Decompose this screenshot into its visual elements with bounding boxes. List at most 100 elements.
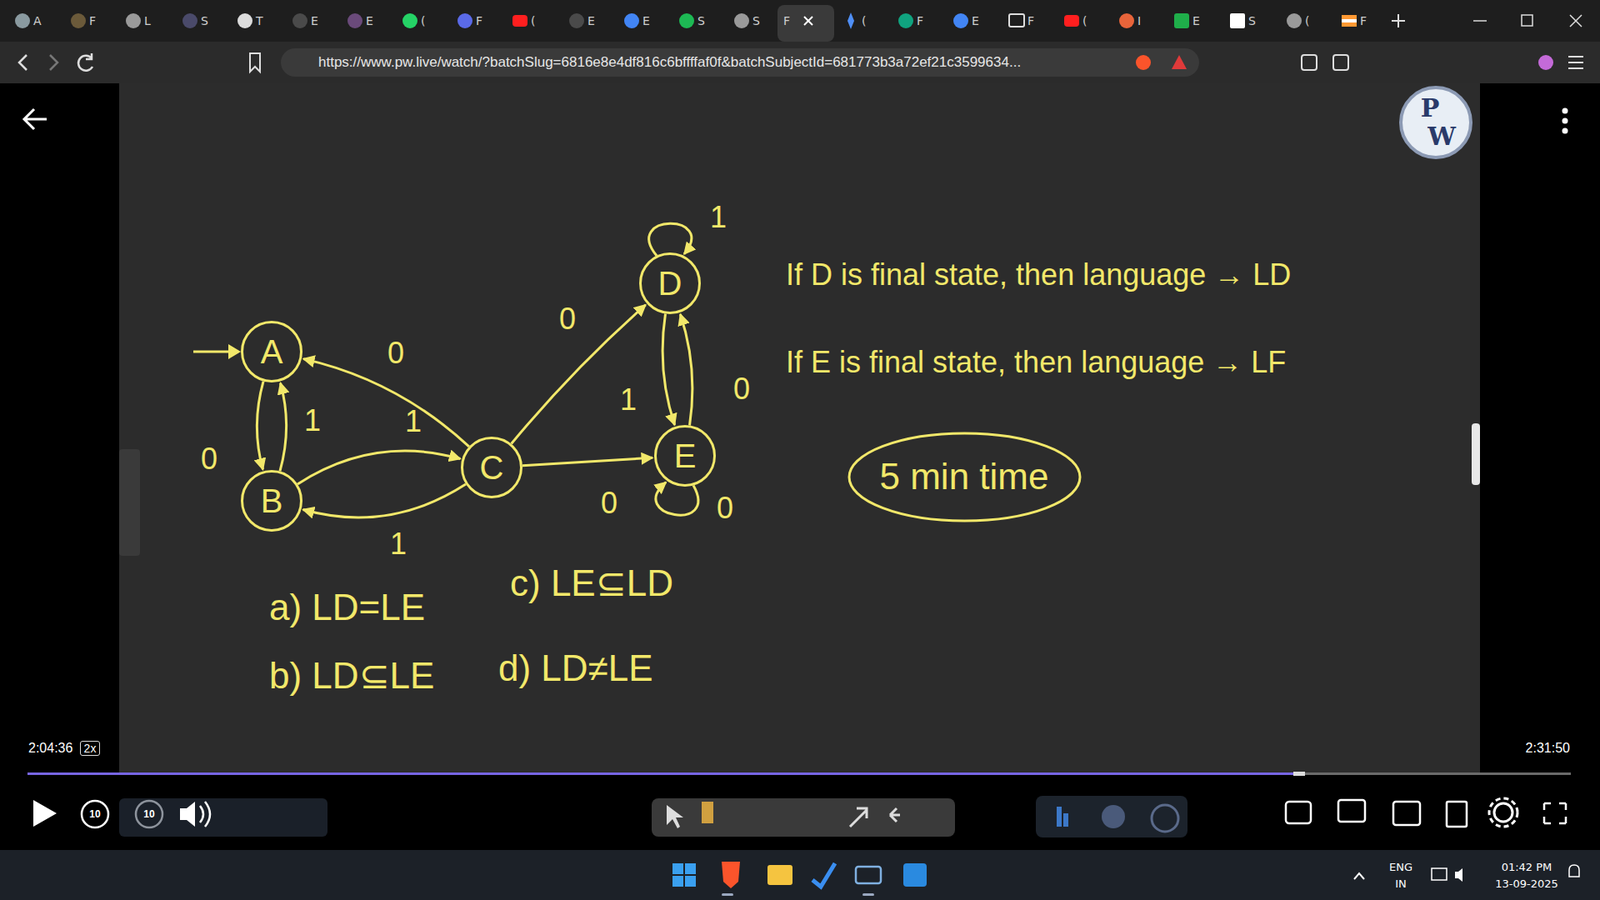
tab-title: ( (861, 14, 866, 28)
address-field (280, 48, 1200, 77)
speed-badge: 2x (80, 740, 101, 756)
transition-arrow (662, 314, 675, 425)
logo-letter: P (1420, 94, 1440, 124)
chalkboard (119, 83, 1480, 774)
skip-seconds: 10 (143, 809, 155, 821)
address-icons (1135, 55, 1584, 70)
note-ellipse: 5 min time (846, 430, 1083, 524)
player-controls (33, 795, 1566, 838)
transition-arrow (303, 484, 466, 518)
clock-time: 01:42 PM (1501, 861, 1553, 875)
tab-title: T (255, 14, 264, 28)
clock-date: 13-09-2025 (1495, 878, 1559, 891)
address-row (0, 41, 1600, 84)
option-text: c) LE⊆LD (510, 562, 674, 605)
progress-buffer (1293, 771, 1305, 776)
pw-logo (1400, 87, 1471, 158)
tab-title: F (1027, 14, 1035, 28)
progress-track (27, 772, 1571, 775)
tab-title: E (971, 14, 980, 28)
tab-title: E (587, 14, 595, 28)
tab-title: S (1248, 14, 1256, 28)
video-area (0, 83, 1600, 850)
tab-title: E (642, 14, 650, 28)
start-arrow (193, 344, 241, 360)
tab-title: ( (420, 14, 425, 28)
skip-seconds: 10 (89, 809, 100, 821)
tab-title: F (916, 14, 924, 28)
active-tab (777, 5, 835, 42)
transition-label: 1 (405, 404, 422, 439)
tab-title: E (365, 14, 374, 28)
nav-icons (19, 53, 260, 72)
tab-title: F (475, 14, 483, 28)
transition-label: 0 (559, 301, 576, 336)
tab-title: L (144, 14, 151, 28)
elapsed-time: 2:04:36 (28, 740, 73, 756)
option-text: b) LD⊆LE (269, 655, 435, 698)
transition-label: 0 (716, 490, 734, 525)
tab-title: A (33, 14, 42, 28)
language-code: ENG (1389, 861, 1413, 875)
state-name: D (658, 264, 683, 303)
transition-label: 0 (600, 485, 618, 520)
note-text: If E is final state, then language → LF (785, 345, 1286, 380)
progress-played (27, 772, 1300, 775)
transition-label: 0 (200, 441, 218, 476)
state-circle: C (460, 436, 523, 499)
total-time: 2:31:50 (1525, 740, 1570, 756)
tab-title: S (697, 14, 705, 28)
state-circle: D (639, 252, 701, 315)
transition-label: 1 (304, 403, 321, 438)
state-name: A (260, 332, 284, 371)
taskbar-icons (672, 861, 1580, 896)
transition-label: 1 (620, 382, 637, 417)
state-circle: B (240, 470, 303, 532)
tab-title: I (1137, 14, 1141, 28)
state-name: B (260, 481, 284, 520)
transition-label: 0 (733, 371, 750, 406)
state-name: C (480, 448, 505, 487)
tab-title: S (752, 14, 760, 28)
tab-bar (0, 0, 1600, 42)
tab-title: ( (1082, 14, 1087, 28)
state-circle: E (654, 425, 716, 487)
transition-arrow (655, 482, 699, 515)
tab-title: ( (530, 14, 535, 28)
transition-arrow (280, 383, 287, 472)
transition-arrow (297, 450, 460, 485)
note-text: If D is final state, then language → LD (785, 257, 1291, 292)
tab-icons (15, 12, 1582, 30)
note-text: 5 min time (880, 455, 1050, 499)
tab-title: F (783, 14, 790, 28)
side-handle (119, 449, 140, 556)
transition-arrow (522, 457, 653, 465)
option-text: d) LD≠LE (498, 647, 654, 690)
tab-title: F (1360, 14, 1367, 28)
menu-dots (1562, 108, 1569, 135)
url-text: https://www.pw.live/watch/?batchSlug=681… (318, 54, 1021, 71)
region-code: IN (1395, 878, 1407, 891)
option-text: a) LD=LE (269, 586, 425, 630)
transition-label: 1 (390, 526, 407, 561)
state-name: E (674, 436, 697, 475)
transition-arrow (511, 305, 646, 445)
taskbar (0, 850, 1600, 900)
side-handle (1471, 423, 1480, 485)
state-circle: A (240, 320, 303, 383)
transition-label: 1 (710, 200, 727, 235)
transition-arrow (303, 359, 470, 447)
tab-title: E (1192, 14, 1200, 28)
tab-title: ( (1305, 14, 1310, 28)
ellipse-shape (849, 433, 1080, 521)
tab-title: F (89, 14, 96, 28)
transition-label: 0 (387, 335, 405, 370)
back-arrow (24, 109, 47, 130)
transition-arrow (680, 314, 693, 425)
tab-title: E (310, 14, 319, 28)
transition-arrow (256, 381, 264, 470)
logo-letter: W (1427, 122, 1456, 152)
tab-title: S (200, 14, 209, 28)
